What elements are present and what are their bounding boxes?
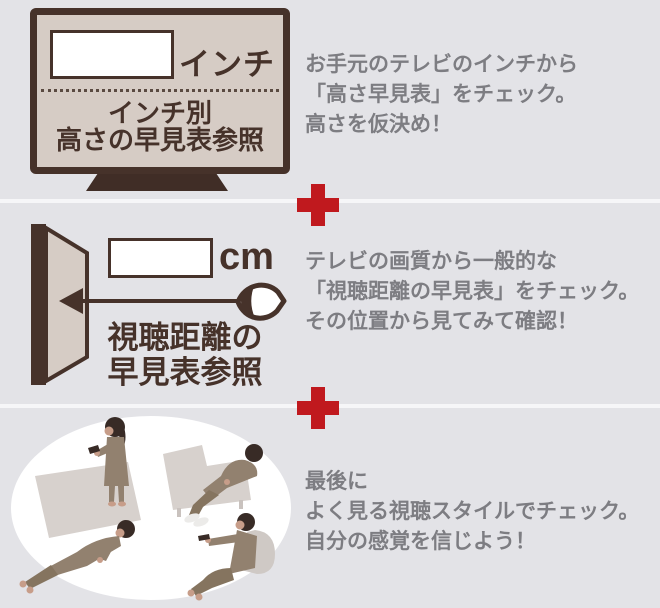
description-line: 高さを仮決め！ (305, 113, 452, 136)
tv-stand (86, 174, 228, 191)
people-lounging-illustration (11, 416, 291, 601)
dotted-divider (41, 89, 279, 92)
step-3-description: 最後に よく見る視聴スタイルでチェック。 自分の感覚を信じよう！ (305, 467, 657, 557)
inch-value-box (50, 30, 174, 79)
person-lying (19, 520, 135, 594)
tv-front-caption: インチ別 高さの早見表参照 (37, 100, 283, 154)
viewing-distance-caption: 視聴距離の 早見表参照 (95, 320, 275, 390)
caption-line: 早見表参照 (107, 355, 263, 390)
person-sitting-remote (187, 513, 275, 601)
caption-line: 視聴距離の (107, 320, 263, 355)
description-line: 「高さ早見表」をチェック。 (305, 83, 577, 106)
remote-icon (198, 534, 210, 541)
caption-line: インチ別 (107, 98, 212, 128)
cm-unit-label: cm (219, 236, 274, 278)
plus-icon (297, 387, 339, 429)
cm-value-box (108, 238, 213, 278)
description-line: その位置から見てみて確認！ (305, 310, 578, 333)
step-2-description: テレビの画質から一般的な 「視聴距離の早見表」をチェック。 その位置から見てみて… (305, 247, 657, 337)
description-line: 最後に (305, 470, 368, 493)
distance-arrow-head (59, 288, 83, 314)
tv-side-illustration (31, 224, 287, 385)
description-line: お手元のテレビのインチから (305, 53, 578, 76)
tv-front-illustration: インチ インチ別 高さの早見表参照 (30, 8, 290, 174)
description-line: 「視聴距離の早見表」をチェック。 (305, 280, 640, 303)
tv-side-spine (31, 224, 46, 385)
description-line: 自分の感覚を信じよう！ (305, 530, 536, 553)
step-1-description: お手元のテレビのインチから 「高さ早見表」をチェック。 高さを仮決め！ (305, 50, 657, 140)
phone-icon (88, 445, 100, 454)
armchair-right (163, 445, 251, 517)
eye-icon (235, 282, 287, 321)
plus-icon (297, 184, 339, 226)
description-line: テレビの画質から一般的な (305, 250, 557, 273)
inch-unit-label: インチ (179, 47, 275, 82)
caption-line: 高さの早見表参照 (55, 125, 264, 155)
person-standing (88, 417, 129, 507)
description-line: よく見る視聴スタイルでチェック。 (305, 500, 640, 523)
person-reclining (184, 444, 263, 527)
